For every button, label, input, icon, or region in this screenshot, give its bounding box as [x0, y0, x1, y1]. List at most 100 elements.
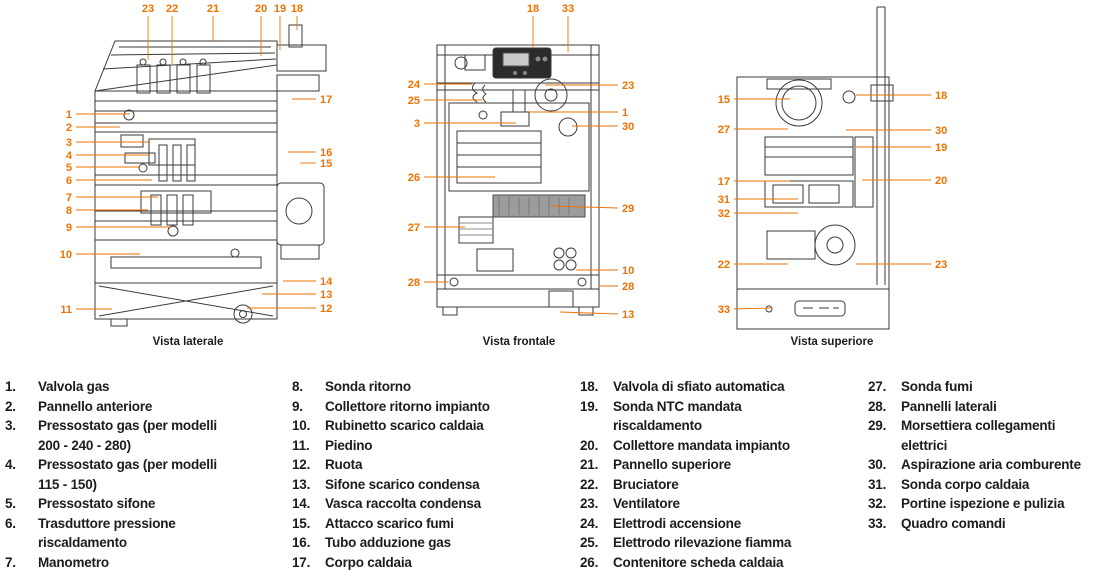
legend-item-number: 17.: [292, 554, 311, 570]
callout-number: 28: [622, 281, 634, 293]
callout-number: 24: [408, 79, 421, 91]
legend-item-number: 26.: [580, 554, 599, 570]
diagram-canvas: Vista laterale Vista frontale Vista supe…: [60, 3, 948, 348]
legend-item: 32. Portine ispezione e pulizia: [868, 494, 1096, 514]
callout-number: 3: [66, 137, 72, 149]
legend-item-text: Piedino: [325, 437, 373, 453]
callout-number: 20: [935, 175, 947, 187]
legend-item: 8.Sonda ritorno: [292, 377, 564, 397]
legend-item: 31. Sonda corpo caldaia: [868, 475, 1096, 495]
legend-item-text: Morsettiera collegamenti elettrici: [901, 418, 1056, 453]
side-view-drawing: [94, 24, 327, 327]
callout-number: 22: [166, 3, 178, 15]
legend-item-text: Sonda corpo caldaia: [901, 476, 1030, 492]
callout-number: 6: [66, 175, 72, 187]
legend-item-number: 22.: [580, 476, 599, 492]
legend-item-number: 11.: [292, 437, 310, 453]
legend-item: 1. Valvola gas: [5, 377, 277, 397]
legend-item: 7.Manometro: [5, 553, 277, 571]
front-view-drawing: [436, 44, 600, 316]
legend-item-number: 2.: [5, 398, 16, 414]
callout-number: 23: [935, 259, 947, 271]
callout-number: 18: [527, 3, 539, 15]
callout-leader-line: [559, 311, 619, 315]
legend-item-text: Bruciatore: [613, 476, 679, 492]
legend-item-number: 13.: [292, 476, 311, 492]
legend-item: 10.Rubinetto scarico caldaia: [292, 416, 564, 436]
legend-item-number: 19.: [580, 398, 599, 414]
legend-item-text: Pressostato sifone: [38, 496, 156, 511]
legend-item-number: 18.: [580, 379, 599, 394]
legend-item: 20. Collettore mandata impianto: [580, 436, 856, 456]
callout-number: 17: [718, 176, 730, 188]
callout-number: 18: [291, 3, 303, 15]
callout-number: 4: [66, 150, 73, 162]
legend-item-number: 30.: [868, 457, 887, 472]
legend-item-text: Pressostato gas (per modelli 200 - 240 -…: [38, 418, 217, 453]
legend-item-number: 4.: [5, 457, 16, 472]
legend-item-text: Ruota: [325, 457, 363, 472]
callout-number: 21: [207, 3, 219, 15]
legend-item-number: 12.: [292, 457, 311, 472]
legend-item-text: Valvola gas: [38, 379, 110, 394]
legend-item: 5.Pressostato sifone: [5, 494, 277, 514]
callout-number: 22: [718, 259, 730, 271]
callout-number: 7: [66, 192, 72, 204]
legend-item: 12. Ruota: [292, 455, 564, 475]
callout-number: 9: [66, 222, 72, 234]
side-view-label: Vista laterale: [153, 336, 224, 348]
callout-number: 1: [622, 107, 628, 119]
callout-number: 2: [66, 122, 72, 134]
legend-item: 24. Elettrodi accensione: [580, 514, 856, 534]
legend-item: 23.Ventilatore: [580, 494, 856, 514]
legend-item: 16.Tubo adduzione gas: [292, 533, 564, 553]
legend-item-text: Vasca raccolta condensa: [325, 496, 481, 511]
legend-item: 18.Valvola di sfiato automatica: [580, 377, 856, 397]
callout-number: 26: [408, 172, 420, 184]
legend-item-text: Elettrodo rilevazione fiamma: [613, 535, 792, 550]
legend-item-text: Attacco scarico fumi: [325, 515, 454, 531]
callout-number: 19: [935, 142, 947, 154]
legend-item: 14.Vasca raccolta condensa: [292, 494, 564, 514]
legend-item-number: 32.: [868, 496, 887, 511]
legend-item-number: 27.: [868, 379, 887, 394]
legend-item-text: Aspirazione aria comburente: [901, 457, 1081, 472]
callout-number: 25: [408, 95, 420, 107]
legend-item-number: 33.: [868, 515, 887, 531]
callout-number: 16: [320, 147, 332, 159]
legend-item-text: Collettore mandata impianto: [613, 437, 790, 453]
legend-item-text: Elettrodi accensione: [613, 515, 742, 531]
legend-item-number: 24.: [580, 515, 599, 531]
legend-item-text: Pressostato gas (per modelli 115 - 150): [38, 457, 217, 492]
legend-item: 4. Pressostato gas (per modelli 115 - 150…: [5, 455, 277, 494]
legend-item-text: Ventilatore: [613, 496, 680, 511]
callout-number: 11: [60, 304, 72, 316]
legend-item-number: 25.: [580, 535, 599, 550]
callout-number: 32: [718, 208, 730, 220]
legend-item: 26.Contenitore scheda caldaia: [580, 553, 856, 571]
front-view-label: Vista frontale: [483, 336, 556, 348]
legend-item-number: 31.: [868, 476, 887, 492]
callout-leader-line: [733, 307, 773, 310]
legend-item-number: 3.: [5, 418, 16, 433]
legend-item: 29.Morsettiera collegamenti elettrici: [868, 416, 1096, 455]
callout-number: 30: [935, 125, 947, 137]
legend-item-text: Portine ispezione e pulizia: [901, 496, 1065, 511]
legend-item-number: 20.: [580, 437, 599, 453]
callout-number: 12: [320, 303, 332, 315]
legend-item-number: 7.: [5, 554, 16, 570]
legend-item: 13.Sifone scarico condensa: [292, 475, 564, 495]
legend-item-number: 9.: [292, 398, 303, 414]
callout-number: 20: [255, 3, 267, 15]
legend-item-text: Sonda fumi: [901, 379, 973, 394]
callout-number: 5: [66, 162, 72, 174]
legend-item: 30. Aspirazione aria comburente: [868, 455, 1096, 475]
legend-item: 6.Trasduttore pressione riscaldamento: [5, 514, 277, 553]
legend-item-number: 1.: [5, 379, 16, 394]
legend-item-number: 15.: [292, 515, 311, 531]
legend-item: 17.Corpo caldaia: [292, 553, 564, 571]
top-view-label: Vista superiore: [791, 336, 874, 348]
